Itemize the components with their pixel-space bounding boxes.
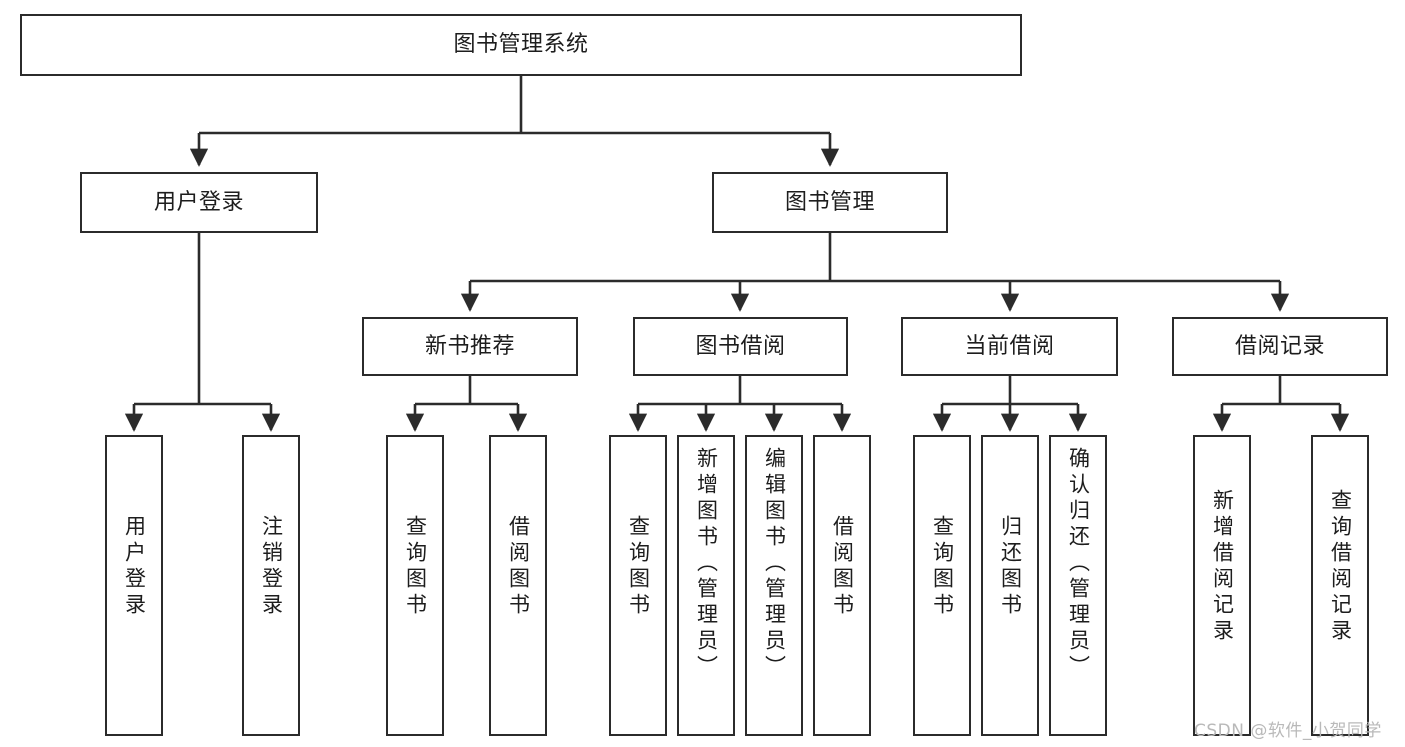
leaf-borrow-record-add-record[interactable]: 新增借阅记录 (1193, 435, 1251, 736)
node-user-login[interactable]: 用户登录 (80, 172, 318, 233)
node-label: 查询借阅记录 (1328, 489, 1353, 645)
leaf-current-borrow-query-book[interactable]: 查询图书 (913, 435, 971, 736)
node-label: 编辑图书（管理员） (762, 447, 787, 681)
node-label: 新增图书（管理员） (694, 447, 719, 681)
node-book-management[interactable]: 图书管理 (712, 172, 948, 233)
node-label: 查询图书 (403, 515, 428, 619)
node-new-book-recommend[interactable]: 新书推荐 (362, 317, 578, 376)
node-label: 借阅记录 (1234, 333, 1325, 359)
node-label: 确认归还（管理员） (1066, 447, 1091, 681)
node-label: 注销登录 (259, 515, 284, 619)
leaf-borrow-record-query-record[interactable]: 查询借阅记录 (1311, 435, 1369, 736)
leaf-user-login-login[interactable]: 用户登录 (105, 435, 163, 736)
leaf-book-borrow-add-book-admin[interactable]: 新增图书（管理员） (677, 435, 735, 736)
leaf-book-borrow-edit-book-admin[interactable]: 编辑图书（管理员） (745, 435, 803, 736)
node-label: 归还图书 (998, 515, 1023, 619)
leaf-book-borrow-query-book[interactable]: 查询图书 (609, 435, 667, 736)
leaf-book-borrow-borrow-book[interactable]: 借阅图书 (813, 435, 871, 736)
leaf-current-borrow-return-book[interactable]: 归还图书 (981, 435, 1039, 736)
leaf-new-book-query-book[interactable]: 查询图书 (386, 435, 444, 736)
node-book-borrow[interactable]: 图书借阅 (633, 317, 848, 376)
node-label: 查询图书 (930, 515, 955, 619)
node-root-book-management-system[interactable]: 图书管理系统 (20, 14, 1022, 76)
node-label: 当前借阅 (964, 333, 1055, 359)
node-label: 新书推荐 (424, 333, 515, 359)
leaf-new-book-borrow-book[interactable]: 借阅图书 (489, 435, 547, 736)
node-label: 图书借阅 (695, 333, 786, 359)
node-label: 新增借阅记录 (1210, 489, 1235, 645)
node-borrow-record[interactable]: 借阅记录 (1172, 317, 1388, 376)
node-label: 用户登录 (122, 515, 147, 619)
node-label: 用户登录 (153, 189, 244, 215)
node-label: 查询图书 (626, 515, 651, 619)
node-label: 图书管理 (784, 189, 875, 215)
node-label: 借阅图书 (830, 515, 855, 619)
csdn-watermark: CSDN @软件_小贺同学 (1194, 721, 1382, 741)
leaf-current-borrow-confirm-return-admin[interactable]: 确认归还（管理员） (1049, 435, 1107, 736)
leaf-user-login-logout[interactable]: 注销登录 (242, 435, 300, 736)
node-label: 借阅图书 (506, 515, 531, 619)
node-current-borrow[interactable]: 当前借阅 (901, 317, 1118, 376)
node-label: 图书管理系统 (453, 32, 589, 58)
